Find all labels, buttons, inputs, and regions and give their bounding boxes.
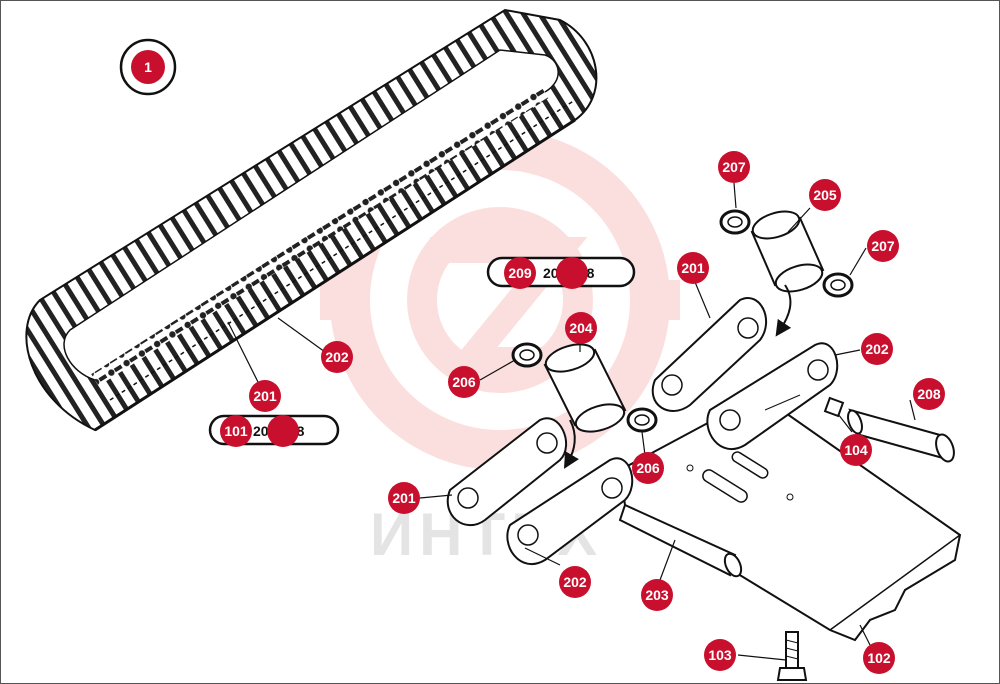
callout-206-mid[interactable]: 206 — [632, 452, 664, 484]
callout-207-right[interactable]: 207 — [867, 230, 899, 262]
callout-208[interactable]: 208 — [913, 378, 945, 410]
svg-text:201: 201 — [253, 388, 277, 404]
bushing-204 — [543, 343, 627, 433]
svg-text:206: 206 — [452, 374, 476, 390]
svg-text:206: 206 — [636, 460, 660, 476]
callout-206-left[interactable]: 206 — [448, 366, 480, 398]
track-plate — [618, 393, 962, 642]
bolt-103 — [776, 631, 808, 681]
link-plate-lower-202 — [506, 457, 634, 566]
seal-207-right — [822, 272, 854, 298]
assembly-label-text: 1 — [144, 59, 152, 75]
arrow-lower — [563, 419, 579, 469]
link-plate-upper-201 — [651, 297, 767, 412]
callout-104[interactable]: 104 — [840, 434, 872, 466]
callout-102[interactable]: 102 — [863, 642, 895, 674]
svg-text:103: 103 — [708, 647, 732, 663]
callout-201-lower[interactable]: 201 — [388, 482, 420, 514]
svg-text:205: 205 — [813, 187, 837, 203]
callout-205[interactable]: 205 — [809, 179, 841, 211]
callout-101[interactable]: 101 — [220, 415, 252, 447]
svg-text:201: 201 — [681, 260, 705, 276]
svg-text:208: 208 — [917, 386, 941, 402]
leader-lines — [227, 182, 916, 661]
svg-text:203: 203 — [645, 587, 669, 603]
nut-104 — [823, 396, 845, 418]
svg-text:207: 207 — [871, 238, 895, 254]
pin-208 — [847, 408, 955, 463]
svg-text:202: 202 — [325, 349, 349, 365]
pill-link-second-badge — [556, 257, 588, 289]
svg-text:207: 207 — [722, 159, 746, 175]
svg-text:202: 202 — [563, 574, 587, 590]
arrow-upper — [775, 284, 792, 337]
callout-201-track[interactable]: 201 — [249, 380, 281, 412]
callout-202-track[interactable]: 202 — [321, 341, 353, 373]
svg-text:202: 202 — [865, 341, 889, 357]
svg-text:104: 104 — [844, 442, 868, 458]
pin-203 — [618, 503, 743, 578]
svg-text:209: 209 — [508, 265, 532, 281]
rubber-track — [25, 8, 598, 432]
svg-text:201: 201 — [392, 490, 416, 506]
svg-text:204: 204 — [569, 320, 593, 336]
callout-209[interactable]: 209 — [504, 257, 536, 289]
callout-203[interactable]: 203 — [641, 579, 673, 611]
svg-text:101: 101 — [224, 423, 248, 439]
svg-text:102: 102 — [867, 650, 891, 666]
bushing-205 — [750, 210, 825, 293]
pill-track-second-badge — [267, 415, 299, 447]
callout-103[interactable]: 103 — [704, 639, 736, 671]
seal-207-top — [719, 209, 751, 235]
callout-207-top[interactable]: 207 — [718, 151, 750, 183]
seal-206-left — [511, 342, 543, 368]
callout-204[interactable]: 204 — [565, 312, 597, 344]
callout-202-lower[interactable]: 202 — [559, 566, 591, 598]
link-plate-upper-202 — [706, 342, 839, 451]
callout-202-upper[interactable]: 202 — [861, 333, 893, 365]
link-plate-lower-201 — [446, 417, 568, 527]
callout-201-upper[interactable]: 201 — [677, 252, 709, 284]
assembly-label: 1 — [119, 38, 177, 96]
seal-206-mid — [626, 407, 658, 433]
